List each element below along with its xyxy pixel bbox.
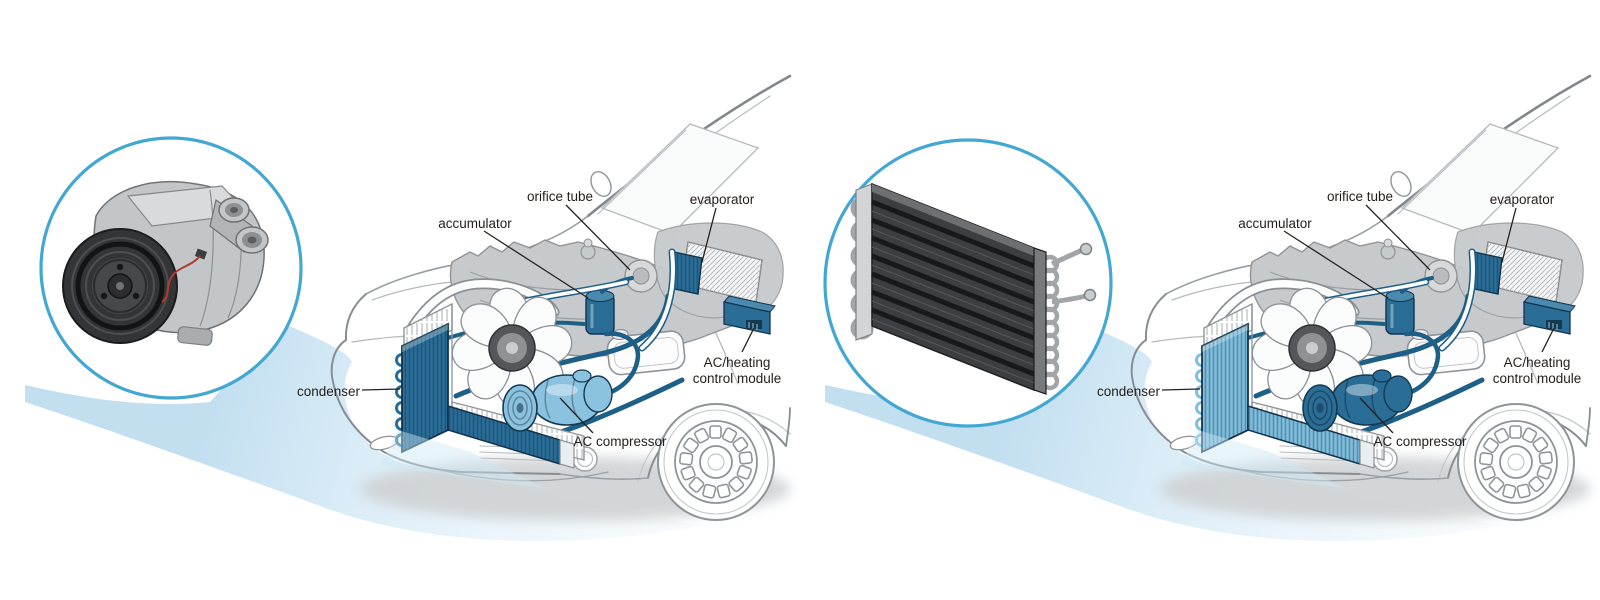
label-orifice-tube: orifice tube xyxy=(526,189,594,204)
condenser-photo xyxy=(850,182,1097,395)
label-ac-heating-module: AC/heating control module xyxy=(672,355,802,387)
compressor-wire xyxy=(161,255,201,303)
label-orifice-tube: orifice tube xyxy=(1326,189,1394,204)
callout-compressor xyxy=(39,136,303,400)
label-module-line2: control module xyxy=(1492,370,1582,386)
label-accumulator: accumulator xyxy=(1238,216,1312,231)
label-ac-compressor: AC compressor xyxy=(1373,434,1467,449)
label-module-line2: control module xyxy=(692,370,782,386)
label-condenser: condenser xyxy=(1096,384,1160,399)
label-ac-compressor: AC compressor xyxy=(573,434,667,449)
label-ac-heating-module: AC/heating control module xyxy=(1472,355,1600,387)
label-module-line1: AC/heating xyxy=(1503,355,1571,370)
label-evaporator: evaporator xyxy=(1489,192,1555,207)
label-condenser: condenser xyxy=(296,384,360,399)
label-accumulator: accumulator xyxy=(438,216,512,231)
label-evaporator: evaporator xyxy=(689,192,755,207)
compressor-photo xyxy=(62,181,269,346)
label-module-line1: AC/heating xyxy=(703,355,771,370)
callout-condenser xyxy=(823,138,1113,428)
